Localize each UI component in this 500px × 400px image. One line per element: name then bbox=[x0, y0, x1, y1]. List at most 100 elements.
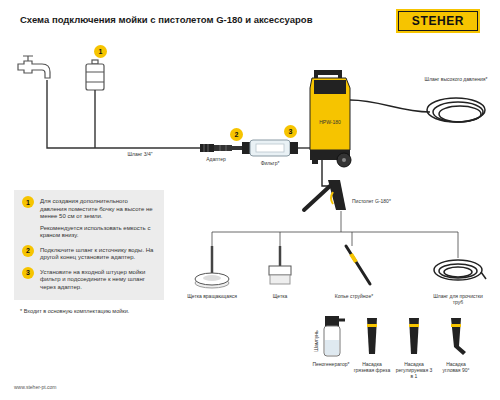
accessory-label: Щетка вращающаяся bbox=[187, 293, 237, 299]
callout-circle bbox=[22, 267, 34, 279]
callout-label: 3 bbox=[289, 128, 293, 135]
coil-loop bbox=[444, 267, 472, 277]
nozzle-ring bbox=[409, 324, 419, 327]
hose-coil bbox=[427, 98, 485, 122]
filter-nut bbox=[242, 142, 250, 154]
foam-head bbox=[325, 316, 339, 326]
part-label: Шланг 3/4" bbox=[118, 151, 162, 157]
filter-icon bbox=[242, 140, 298, 156]
barrel-bands bbox=[86, 72, 104, 82]
callout-circle bbox=[22, 196, 34, 208]
brush-hub bbox=[203, 275, 221, 281]
callout-circle bbox=[230, 128, 243, 141]
spray-gun bbox=[304, 180, 346, 210]
callout-circle bbox=[22, 245, 34, 257]
callout-circle bbox=[94, 45, 107, 58]
washer-foot bbox=[312, 158, 318, 164]
washer-handle bbox=[314, 70, 342, 78]
garden-hose bbox=[47, 80, 200, 148]
brush bbox=[269, 246, 291, 284]
accessory-label: Шланг для прочистки труб bbox=[430, 293, 486, 305]
nozzle-ring bbox=[367, 324, 377, 327]
lance-tube bbox=[346, 246, 370, 284]
filter-body bbox=[250, 140, 290, 156]
callout-label: 1 bbox=[99, 48, 103, 55]
washer-wheel bbox=[337, 153, 351, 167]
callout-number: 3 bbox=[22, 267, 34, 279]
adapter-body bbox=[214, 145, 232, 151]
high-pressure-hose bbox=[350, 100, 430, 112]
coil-loop bbox=[439, 264, 477, 278]
brand-name: STEHER bbox=[412, 15, 464, 27]
accessory-leaders bbox=[212, 211, 458, 258]
nozzle-body bbox=[367, 318, 377, 354]
brush-bristles bbox=[270, 275, 290, 284]
pipe-hose bbox=[434, 260, 486, 280]
instruction-text: Рекомендуется использовать емкость с кра… bbox=[40, 225, 156, 240]
nozzle-body bbox=[451, 318, 466, 355]
part-label: Шланг высокого давления* bbox=[418, 76, 494, 82]
diagram-title: Схема подключения мойки с пистолетом G-1… bbox=[20, 14, 312, 25]
foam-generator bbox=[324, 316, 345, 356]
brush-head bbox=[269, 266, 291, 275]
nozzle-dirt bbox=[367, 318, 377, 354]
instruction-text: Для создания дополнительного давления по… bbox=[40, 198, 156, 221]
adapter-ridges bbox=[204, 144, 226, 152]
gun-barrel bbox=[304, 186, 330, 210]
coil-loop bbox=[439, 106, 481, 122]
part-label: Адаптер bbox=[199, 156, 233, 162]
callout-number: 3 bbox=[284, 125, 297, 138]
accessory-label: Насадка регулируемая 3 в 1 bbox=[395, 361, 433, 379]
brush-handle bbox=[279, 246, 282, 266]
callout-number: 2 bbox=[22, 245, 34, 257]
rotating-brush bbox=[195, 246, 229, 288]
inlet-hose bbox=[298, 147, 310, 148]
foam-nozzle bbox=[339, 319, 345, 322]
faucet-body bbox=[18, 61, 50, 78]
brush-housing bbox=[195, 273, 229, 285]
filter-nut bbox=[290, 142, 298, 154]
nozzle-body bbox=[409, 318, 419, 354]
callout-label: 2 bbox=[235, 131, 239, 138]
instruction-panel: Для создания дополнительного давления по… bbox=[14, 190, 164, 300]
nozzle-adjustable bbox=[409, 318, 419, 354]
adapter-link bbox=[232, 146, 242, 150]
nozzle-ring bbox=[451, 324, 461, 327]
barrel-icon bbox=[86, 60, 104, 90]
instruction-text: Подключите шланг к источнику воды. На др… bbox=[40, 247, 156, 262]
callout-circle bbox=[284, 125, 297, 138]
model-label: HPW-180 bbox=[312, 119, 348, 125]
pressure-washer bbox=[310, 70, 351, 167]
coil-loop bbox=[433, 102, 483, 122]
washer-body bbox=[310, 78, 350, 150]
footnote: * Входит в основную комплектацию мойки. bbox=[20, 308, 180, 315]
brush-handle bbox=[211, 246, 214, 273]
faucet-icon bbox=[18, 56, 50, 78]
hose-tip bbox=[481, 272, 486, 279]
adapter-nut bbox=[200, 144, 214, 152]
part-label: Пистолет G-180* bbox=[352, 198, 394, 204]
accessory-label: Насадка угловая 90° bbox=[437, 361, 475, 373]
filter-mesh bbox=[256, 144, 284, 152]
callout-label: 3 bbox=[26, 269, 30, 276]
callout-number: 1 bbox=[22, 196, 34, 208]
barrel-body bbox=[86, 64, 104, 90]
callout-number: 2 bbox=[230, 128, 243, 141]
callout-label: 1 bbox=[26, 199, 30, 206]
nozzle-angle bbox=[451, 318, 466, 355]
accessory-label: Насадка грязевая фреза bbox=[353, 361, 391, 373]
adapter-icon bbox=[200, 144, 242, 152]
coil-loop bbox=[434, 260, 482, 280]
gun-trigger bbox=[331, 192, 333, 204]
spray-lance bbox=[346, 246, 370, 284]
bottle-label: Шампунь bbox=[313, 330, 319, 351]
instruction-text: Установите на входной штуцер мойки фильт… bbox=[40, 269, 156, 292]
accessory-label: Щетка bbox=[265, 293, 295, 299]
foam-bottle bbox=[324, 326, 340, 356]
washer-top bbox=[314, 80, 346, 94]
website-url: www.steher-pt.com bbox=[14, 384, 114, 390]
part-label: Фильтр* bbox=[253, 160, 287, 166]
callout-number: 1 bbox=[94, 45, 107, 58]
accessory-label: Пеногенератор* bbox=[310, 361, 352, 367]
